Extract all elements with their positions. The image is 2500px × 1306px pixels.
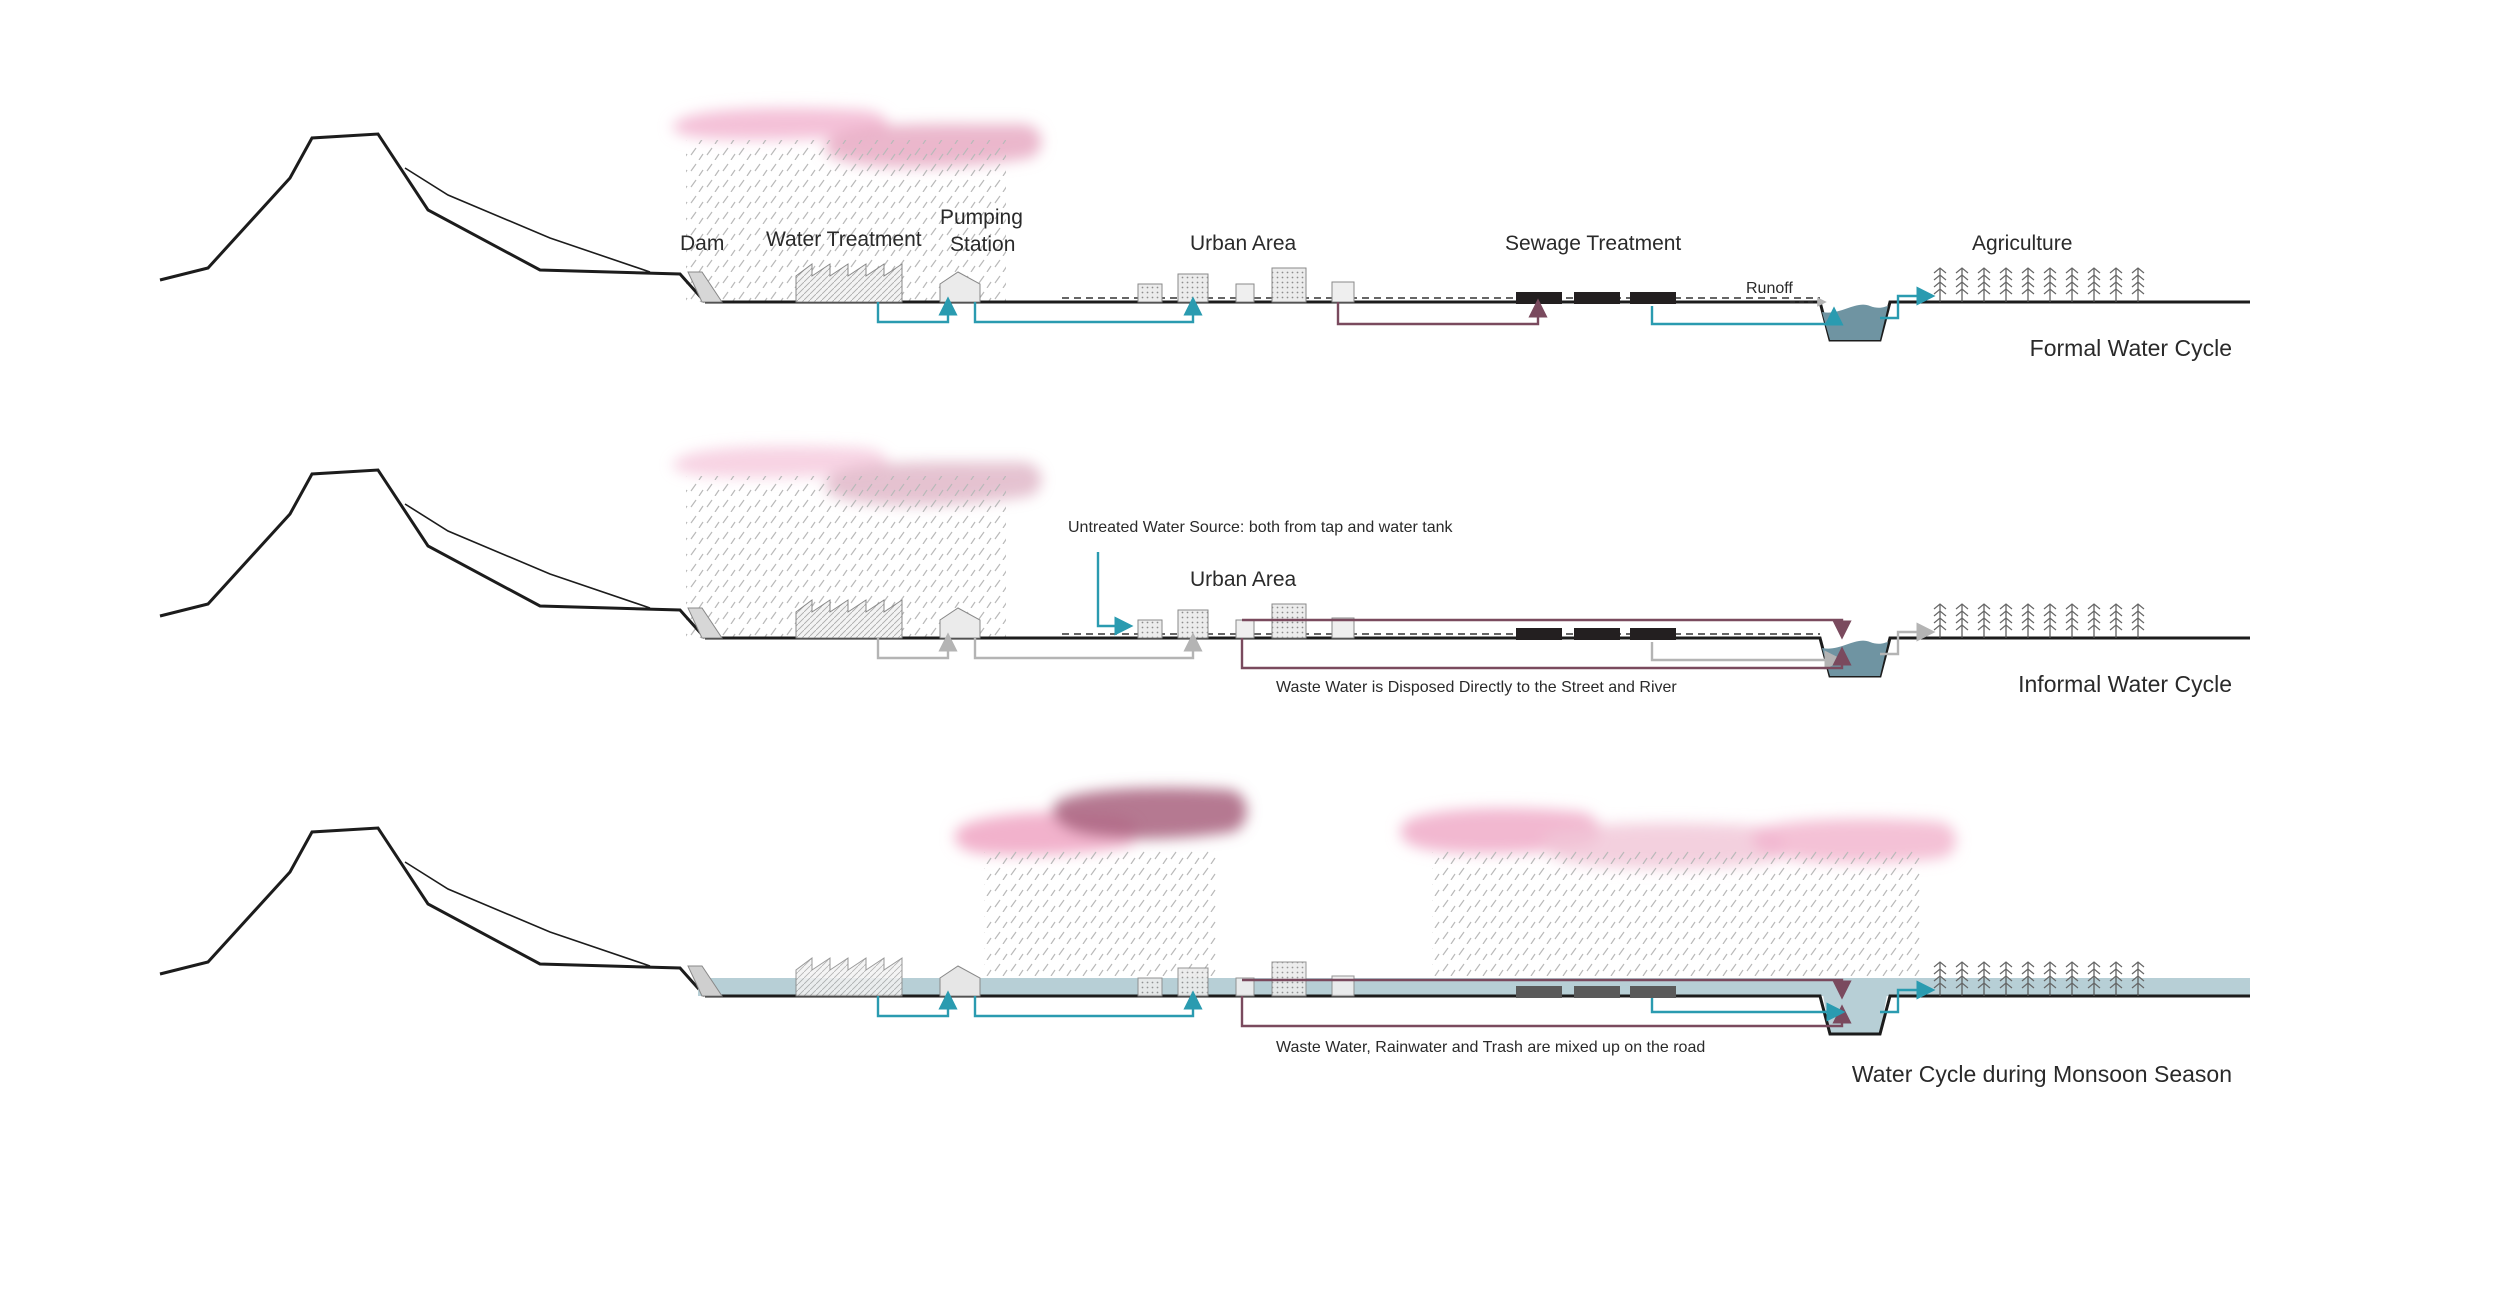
label-waste-disposal: Waste Water is Disposed Directly to the … bbox=[1276, 679, 1677, 696]
crop-tree bbox=[1999, 267, 2013, 302]
label-dam: Dam bbox=[680, 232, 724, 255]
crop-tree bbox=[1977, 267, 1991, 302]
crop-tree bbox=[2087, 603, 2101, 638]
crop-tree bbox=[1955, 961, 1969, 996]
crop-tree bbox=[2109, 603, 2123, 638]
crop-tree bbox=[1977, 603, 1991, 638]
crop-tree bbox=[2043, 961, 2057, 996]
crop-tree bbox=[1933, 603, 1947, 638]
label-urban-area: Urban Area bbox=[1190, 232, 1297, 255]
label-sewage-treatment: Sewage Treatment bbox=[1505, 232, 1681, 255]
crop-tree bbox=[1955, 267, 1969, 302]
flow-inactive-pumping-to-urban bbox=[973, 632, 1203, 660]
sewage-tanks bbox=[1516, 628, 1676, 640]
pumping-station-building bbox=[939, 965, 981, 997]
mountain-outline bbox=[159, 468, 707, 639]
rain-area-west bbox=[984, 848, 1216, 988]
crop-tree bbox=[2021, 603, 2035, 638]
water-treatment-factory bbox=[795, 599, 903, 639]
sewage-tanks bbox=[1516, 292, 1676, 304]
crop-tree bbox=[2131, 961, 2145, 996]
crop-tree bbox=[1955, 603, 1969, 638]
pumping-station-building bbox=[939, 607, 981, 639]
crop-tree bbox=[1933, 961, 1947, 996]
crop-tree bbox=[2021, 961, 2035, 996]
urban-buildings bbox=[1137, 267, 1355, 303]
crop-tree bbox=[2043, 603, 2057, 638]
mountain-ridge-back bbox=[404, 861, 651, 967]
crop-tree bbox=[1999, 961, 2013, 996]
label-urban-area: Urban Area bbox=[1190, 568, 1297, 591]
panel-formal-water-cycle: Dam Water Treatment Pumping Station Urba… bbox=[159, 108, 2250, 361]
flow-river-to-agriculture bbox=[1880, 286, 1936, 320]
crop-tree bbox=[2087, 267, 2101, 302]
pumping-station-building bbox=[939, 271, 981, 303]
crop-tree bbox=[1933, 267, 1947, 302]
flow-inactive-river-to-agriculture bbox=[1880, 622, 1936, 656]
crop-tree bbox=[2065, 961, 2079, 996]
rain-area-east bbox=[1432, 850, 1922, 988]
mountain-ridge-back bbox=[404, 503, 651, 609]
crop-tree bbox=[2065, 267, 2079, 302]
flow-mixed-to-river bbox=[1540, 1004, 1852, 1028]
water-treatment-factory bbox=[795, 263, 903, 303]
panel-monsoon-water-cycle: Waste Water, Rainwater and Trash are mix… bbox=[159, 787, 2250, 1087]
dam-structure bbox=[687, 271, 723, 303]
crop-tree bbox=[2021, 267, 2035, 302]
label-water-treatment: Water Treatment bbox=[766, 228, 922, 251]
flow-waste-street bbox=[1242, 978, 1852, 1000]
label-runoff: Runoff bbox=[1746, 280, 1793, 297]
flow-waste-street bbox=[1242, 618, 1852, 640]
flow-inactive-sewage-to-river bbox=[1650, 642, 1844, 670]
panel-title-informal: Informal Water Cycle bbox=[2018, 671, 2232, 697]
flow-dam-to-treatment bbox=[876, 296, 958, 324]
crop-tree bbox=[2043, 267, 2057, 302]
label-untreated-source: Untreated Water Source: both from tap an… bbox=[1068, 519, 1453, 536]
dam-structure bbox=[687, 965, 723, 997]
label-pumping: Pumping bbox=[940, 206, 1023, 229]
flow-pumping-to-urban bbox=[973, 296, 1203, 324]
agriculture-trees bbox=[1933, 603, 2145, 638]
flow-pumping-to-urban bbox=[973, 990, 1203, 1018]
flow-waste-to-sewage bbox=[1240, 996, 1540, 1028]
dam-structure bbox=[687, 607, 723, 639]
crop-tree bbox=[2131, 267, 2145, 302]
panel-title-monsoon: Water Cycle during Monsoon Season bbox=[1852, 1061, 2232, 1087]
agriculture-trees bbox=[1933, 961, 2145, 996]
flow-inactive-dam-to-treatment bbox=[876, 632, 958, 660]
crop-tree bbox=[2065, 603, 2079, 638]
sewage-tanks bbox=[1516, 986, 1676, 998]
flow-untreated-source bbox=[1096, 552, 1134, 636]
water-treatment-factory bbox=[795, 957, 903, 997]
mountain-outline bbox=[159, 826, 707, 997]
flow-urban-to-sewage bbox=[1336, 298, 1548, 326]
crop-tree bbox=[1977, 961, 1991, 996]
label-mixed-waste: Waste Water, Rainwater and Trash are mix… bbox=[1276, 1039, 1705, 1056]
flow-sewage-to-river bbox=[1650, 306, 1844, 326]
river-water bbox=[1822, 304, 1888, 340]
river-water bbox=[1822, 640, 1888, 676]
flow-waste-river bbox=[1240, 638, 1852, 670]
label-agriculture: Agriculture bbox=[1972, 232, 2072, 255]
crop-tree bbox=[1999, 603, 2013, 638]
flow-dam-to-treatment bbox=[876, 990, 958, 1018]
agriculture-trees bbox=[1933, 267, 2145, 302]
crop-tree bbox=[2109, 961, 2123, 996]
panel-title-formal: Formal Water Cycle bbox=[2030, 335, 2232, 361]
panel-informal-water-cycle: Untreated Water Source: both from tap an… bbox=[159, 446, 2250, 697]
label-station: Station bbox=[950, 233, 1015, 256]
mountain-ridge-back bbox=[404, 167, 651, 273]
crop-tree bbox=[2131, 603, 2145, 638]
flow-sewage-to-river bbox=[1650, 998, 1846, 1022]
crop-tree bbox=[2109, 267, 2123, 302]
crop-tree bbox=[2087, 961, 2101, 996]
mountain-outline bbox=[159, 132, 707, 303]
flow-river-to-agriculture bbox=[1880, 980, 1936, 1014]
